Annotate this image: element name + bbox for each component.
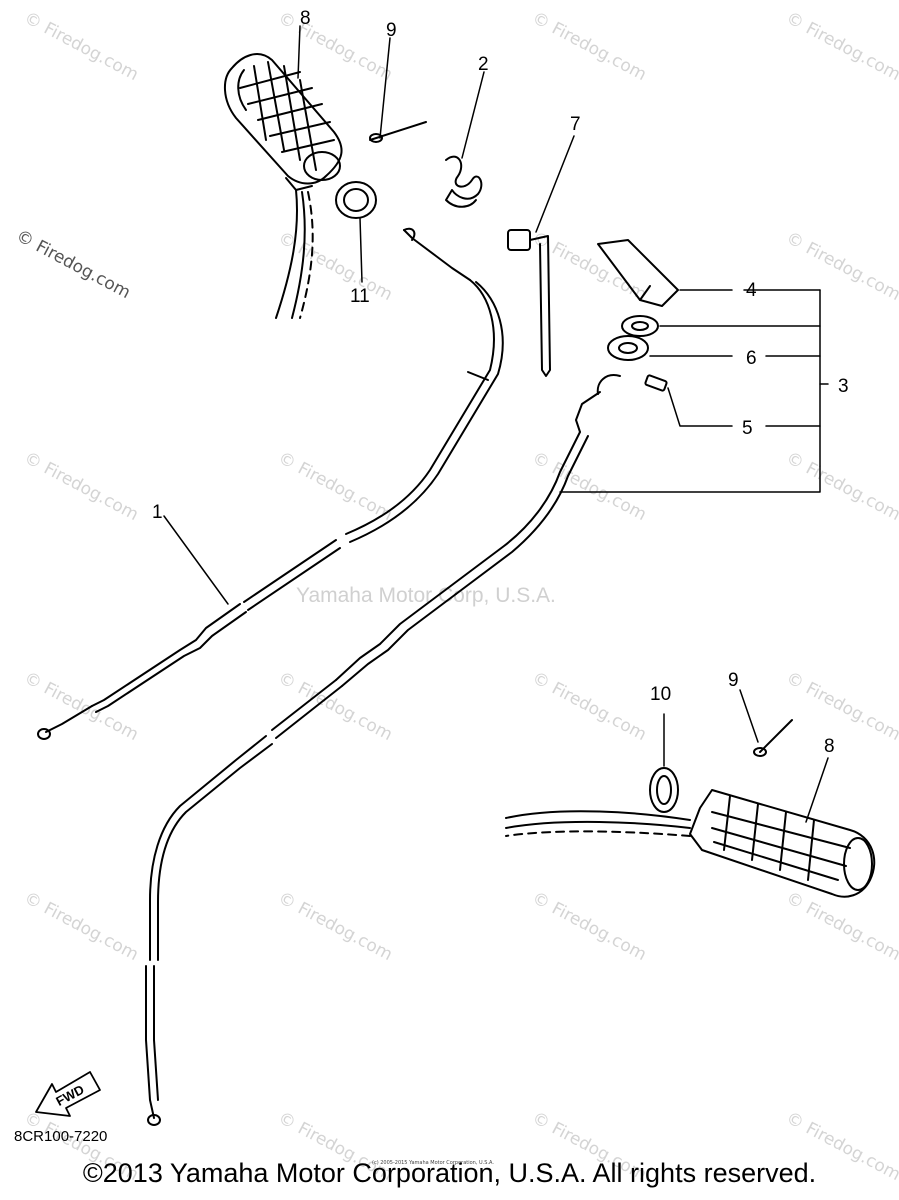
leader-lines <box>163 25 829 823</box>
locknut <box>621 315 659 337</box>
callout-8-top: 8 <box>300 8 311 29</box>
cable-tie-7 <box>507 229 551 377</box>
collar-10 <box>649 767 679 813</box>
callout-10: 10 <box>650 684 671 705</box>
copyright-text: ©2013 Yamaha Motor Corporation, U.S.A. A… <box>82 1158 817 1188</box>
callout-4: 4 <box>746 280 757 301</box>
nut-6 <box>607 335 649 361</box>
clip-2 <box>445 155 483 208</box>
callout-5: 5 <box>742 418 753 439</box>
callout-3: 3 <box>838 376 849 397</box>
callout-8-lower: 8 <box>824 736 835 757</box>
key-5 <box>644 374 668 392</box>
fwd-arrow-icon <box>35 1071 101 1117</box>
screw-9-top <box>369 121 427 143</box>
fwd-label: FWD <box>53 1082 86 1109</box>
diagram-code: 8CR100-7220 <box>14 1128 108 1145</box>
grip-right <box>505 789 876 898</box>
tiny-notice: (c) 2005-2015 Yamaha Motor Corporation, … <box>372 1160 494 1166</box>
callout-2: 2 <box>478 54 489 75</box>
callout-1: 1 <box>152 502 163 523</box>
cable-3 <box>145 374 621 1126</box>
cable-1 <box>37 227 504 740</box>
screw-9-lower <box>753 719 793 757</box>
center-watermark: Yamaha Motor Corp, U.S.A. <box>296 584 556 607</box>
callout-9-lower: 9 <box>728 670 739 691</box>
bracket-4 <box>597 239 679 307</box>
callout-7: 7 <box>570 114 581 135</box>
callout-11: 11 <box>350 286 370 307</box>
grip-left <box>224 53 343 319</box>
callout-6: 6 <box>746 348 757 369</box>
callout-9-top: 9 <box>386 20 397 41</box>
collar-11 <box>335 181 377 219</box>
